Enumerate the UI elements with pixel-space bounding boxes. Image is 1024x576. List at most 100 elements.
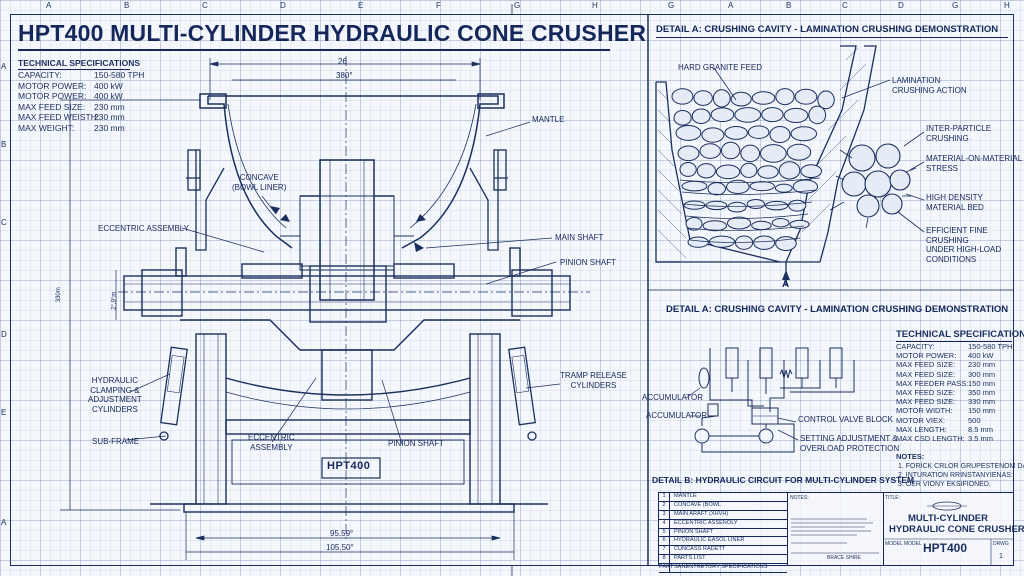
part-number: 3: [659, 510, 670, 519]
spec-value: 500: [968, 415, 981, 425]
dim-bottom2-label: 105.50°: [326, 543, 354, 552]
granite-stone: [761, 107, 784, 123]
grid-col: G: [952, 1, 959, 10]
spec-row: MAX FEED SIZE:330 mm: [896, 397, 1012, 406]
lamination-layer: [679, 177, 821, 183]
label-accumulator-2: ACCUMULATOR: [646, 411, 708, 420]
granite-stone: [789, 219, 810, 229]
granite-stone: [679, 161, 697, 177]
grid-col: C: [842, 1, 848, 10]
grid-col: G: [668, 1, 675, 10]
grid-col: A: [46, 1, 52, 10]
dim-left-label: 330m: [55, 287, 62, 303]
spec-value: 150-580 TPH: [968, 342, 1013, 351]
granite-stone: [715, 164, 741, 180]
part-name: CUNCASS RADETT: [674, 546, 726, 553]
spec-key: MOTOR POWER:: [896, 351, 957, 361]
part-number: 7: [659, 546, 670, 555]
granite-stone: [693, 90, 713, 106]
spec-value: 230 mm: [968, 360, 996, 370]
tb-sheet-number: 1: [999, 553, 1003, 560]
granite-stone: [757, 165, 779, 179]
granite-stone: [675, 125, 702, 141]
section-mark: A: [782, 279, 790, 290]
granite-stone: [751, 91, 776, 105]
part-name: MAIN ARAFT (XHVH): [674, 510, 729, 517]
parts-row: 6 HYDRAULIC EASOL LINER: [659, 537, 787, 547]
spec-value: 330 mm: [968, 397, 996, 407]
granite-stone: [677, 145, 700, 162]
grid-col: D: [280, 1, 286, 10]
spec-row: MAX FEED WEISTH:230 mm: [18, 112, 144, 123]
label-eccentric-assembly: ECCENTRIC ASSEMBLY: [98, 224, 189, 233]
specs-left-heading: TECHNICAL SPECIFICATIONS: [18, 58, 140, 68]
lamination-layer: [681, 189, 817, 195]
tb-drawn-label: DRWG: [993, 541, 1009, 547]
tb-notes-lines: [791, 518, 879, 554]
granite-stone: [681, 180, 708, 192]
granite-stone: [727, 201, 747, 213]
granite-stone: [720, 141, 741, 160]
spec-key: CAPACITY:: [18, 70, 62, 80]
specs-left-table: CAPACITY: 150-580 TPH MOTOR POWER: 400 kW MO…: [18, 70, 144, 134]
spec-value: 150-580 TPH: [94, 70, 145, 80]
granite-stone: [691, 108, 711, 124]
tb-title-label: TITLE:: [885, 495, 901, 501]
granite-stone: [671, 88, 694, 105]
label-pinion-shaft-bottom: PINION SHAFT: [388, 439, 445, 448]
nameplate-label: HPT400: [327, 460, 371, 472]
spec-row: MAX FEED SIZE:350 mm: [896, 388, 1012, 397]
grid-col: B: [786, 1, 792, 10]
spec-value: 400 kW: [968, 351, 994, 361]
part-number: 6: [659, 537, 670, 546]
spec-row: MAX CSD LENGTH:3.5 mm: [896, 434, 1012, 443]
spec-row: MAX LENGTH:8.5 mm: [896, 425, 1012, 434]
part-name: CONCAVE (BOWL: [674, 501, 722, 508]
spec-row: MOTOR POWER:400 kW: [18, 81, 144, 92]
label-interparticle: INTER-PARTICLE CRUSHING: [926, 124, 992, 143]
label-high-density: HIGH DENSITY MATERIAL BED: [926, 193, 984, 212]
spec-row: MOTOR POWER: 400 kW: [896, 351, 1012, 360]
dimension-bottom: [185, 512, 515, 560]
spec-row: MOTOR POWER: 400 kW: [18, 91, 144, 102]
label-eccentric-assembly-bottom: ECCENTRIC ASSEMBLY: [248, 433, 295, 452]
part-name: SANENTRETORY SPECIFICATIONS: [674, 564, 768, 571]
dimension-top: [209, 58, 481, 100]
label-hydraulic-clamping: HYDRAULIC CLAMPING & ADJUSTMENT CYLINDER…: [88, 376, 142, 414]
granite-stone: [724, 125, 748, 140]
dim-top-label: 26: [338, 57, 347, 66]
spec-value: 400 kW: [94, 91, 123, 102]
label-tramp-release: TRAMP RELEASE CYLINDERS: [560, 371, 627, 390]
part-name: PARTS LIST: [674, 555, 706, 562]
label-setting-adjustment: SETTING ADJUSTMENT & OVERLOAD PROTECTION: [800, 434, 900, 453]
arrowheads: [270, 206, 426, 252]
spec-key: MAX FEED SIZE:: [896, 360, 956, 370]
part-number: PART: [659, 564, 674, 573]
spec-key: MOTOR POWER:: [18, 91, 87, 102]
feed-bowl: [199, 93, 505, 249]
spec-key: MOTOR POWER:: [18, 80, 87, 91]
detail-a-title: DETAIL A: CRUSHING CAVITY - LAMINATION C…: [656, 24, 999, 35]
label-concave: CONCAVE (BOWL LINER): [232, 173, 287, 192]
label-control-valve: CONTROL VALVE BLOCK: [798, 415, 893, 424]
granite-stone: [788, 199, 807, 212]
part-name: HYDRAULIC EASOL LINER: [674, 537, 745, 544]
leader-lines: [125, 121, 561, 445]
granite-stone: [800, 164, 822, 179]
lower-frame: [150, 319, 548, 513]
detail-b-title: DETAIL B: HYDRAULIC CIRCUIT FOR MULTI-CY…: [652, 475, 915, 485]
spec-row: MOTOR VIEX:500: [896, 416, 1012, 425]
grid-col: A: [728, 1, 734, 10]
notes-list: 1. FORICK CRLOR GRUPESTENOM DATES:2. INT…: [898, 462, 1024, 489]
spec-key: MAX LENGTH:: [896, 424, 947, 434]
note-item: 2. INTURATION RRINSTANYIENAS:: [898, 472, 1013, 479]
detail-a-cavity: [655, 45, 877, 286]
tb-model-number: HPT400: [923, 541, 968, 555]
